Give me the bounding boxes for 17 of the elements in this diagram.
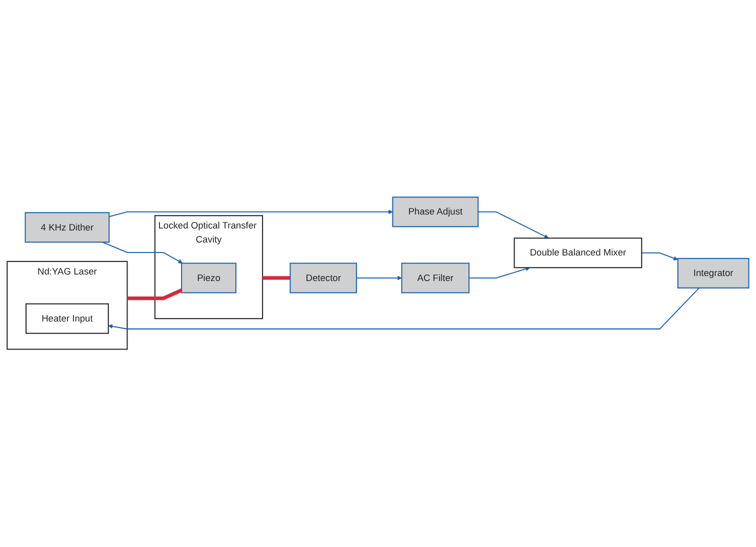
arrow: [102, 242, 183, 264]
node-box: Piezo: [181, 263, 236, 294]
arrow: [356, 276, 402, 281]
connector: [127, 288, 182, 300]
node-box: AC Filter: [401, 263, 470, 294]
arrow: [478, 212, 549, 239]
arrow: [642, 252, 678, 261]
node-box: 4 KHz Dither: [24, 212, 110, 243]
node-box: Heater Input: [26, 304, 109, 334]
connector: [262, 276, 290, 280]
arrow: [108, 288, 700, 330]
node-box: Phase Adjust: [392, 196, 479, 228]
arrow: [109, 210, 393, 218]
node-box: Integrator: [677, 258, 750, 289]
arrow: [469, 266, 530, 279]
node-box: Double Balanced Mixer: [514, 238, 642, 268]
node-box: Detector: [290, 263, 358, 294]
